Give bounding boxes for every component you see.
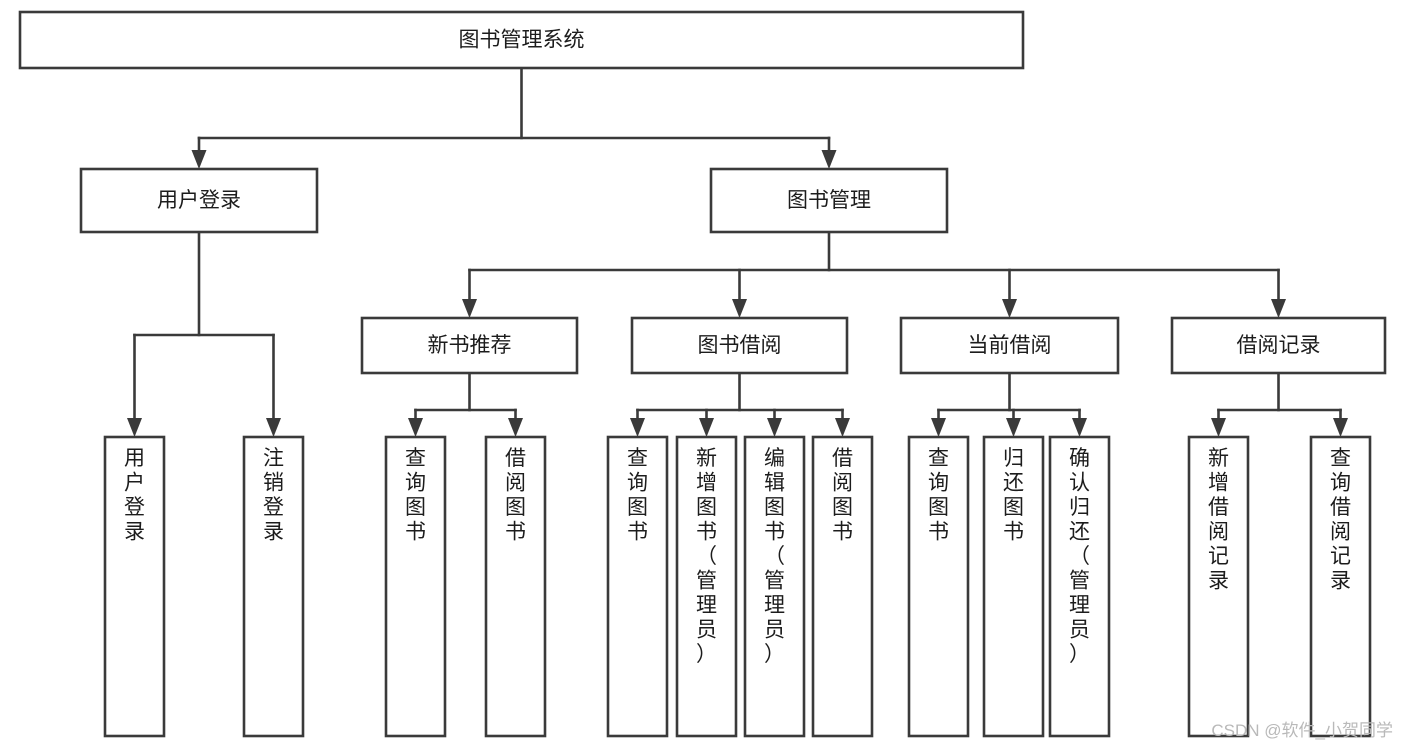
arrow-down-icon [1002,299,1017,318]
node-level2-1[interactable]: 图书管理 [709,167,949,234]
csdn-watermark: CSDN @软件_小贺同学 [1211,721,1393,740]
node-leaf-8[interactable]: 查询图书 [907,435,970,738]
arrow-down-icon [699,418,714,437]
node-box[interactable] [79,167,319,234]
node-box[interactable] [1187,435,1250,738]
node-label: 借阅图书 [832,447,853,544]
node-box[interactable] [982,435,1045,738]
node-label: 当前借阅 [968,334,1052,357]
node-box[interactable] [1309,435,1372,738]
arrow-down-icon [508,418,523,437]
node-leaf-3[interactable]: 借阅图书 [484,435,547,738]
node-label: 查询图书 [928,447,949,544]
node-box[interactable] [484,435,547,738]
arrow-down-icon [931,418,946,437]
node-label: 编辑图书（管理员） [764,447,785,666]
node-box[interactable] [384,435,447,738]
node-box[interactable] [630,316,849,375]
arrow-down-icon [1333,418,1348,437]
node-label: 用户登录 [124,447,145,544]
node-label: 用户登录 [157,189,241,212]
node-level2-0[interactable]: 用户登录 [79,167,319,234]
arrow-down-icon [835,418,850,437]
arrow-down-icon [1211,418,1226,437]
node-leaf-2[interactable]: 查询图书 [384,435,447,738]
node-label: 查询图书 [627,447,648,544]
connector-layer [127,66,1348,437]
arrow-down-icon [630,418,645,437]
node-level3-1[interactable]: 图书借阅 [630,316,849,375]
arrow-down-icon [732,299,747,318]
arrow-down-icon [408,418,423,437]
node-level3-3[interactable]: 借阅记录 [1170,316,1387,375]
node-leaf-6[interactable]: 编辑图书（管理员） [743,435,806,738]
arrow-down-icon [191,150,207,169]
node-box[interactable] [606,435,669,738]
node-label: 确认归还（管理员） [1069,447,1090,666]
node-label: 借阅图书 [505,447,526,544]
arrow-down-icon [1271,299,1286,318]
node-box[interactable] [1048,435,1111,738]
node-box[interactable] [675,435,738,738]
node-label: 查询借阅记录 [1330,447,1351,593]
node-label: 注销登录 [263,447,284,544]
arrow-down-icon [127,418,142,437]
node-leaf-0[interactable]: 用户登录 [103,435,166,738]
node-leaf-7[interactable]: 借阅图书 [811,435,874,738]
node-layer: 图书管理系统用户登录图书管理新书推荐图书借阅当前借阅借阅记录用户登录注销登录查询… [18,10,1387,738]
node-label: 新增图书（管理员） [696,447,717,666]
node-label: 图书管理 [787,189,871,212]
node-leaf-9[interactable]: 归还图书 [982,435,1045,738]
node-leaf-10[interactable]: 确认归还（管理员） [1048,435,1111,738]
arrow-down-icon [1006,418,1021,437]
node-label: 借阅记录 [1237,334,1321,357]
node-label: 新书推荐 [428,334,512,357]
node-leaf-12[interactable]: 查询借阅记录 [1309,435,1372,738]
node-box[interactable] [103,435,166,738]
node-label: 查询图书 [405,447,426,544]
node-level3-2[interactable]: 当前借阅 [899,316,1120,375]
arrow-down-icon [821,150,837,169]
node-label: 图书借阅 [698,334,782,357]
node-root-0[interactable]: 图书管理系统 [18,10,1025,70]
node-leaf-11[interactable]: 新增借阅记录 [1187,435,1250,738]
node-box[interactable] [242,435,305,738]
node-leaf-5[interactable]: 新增图书（管理员） [675,435,738,738]
node-box[interactable] [709,167,949,234]
node-box[interactable] [743,435,806,738]
node-box[interactable] [907,435,970,738]
node-label: 图书管理系统 [459,29,585,52]
node-box[interactable] [1170,316,1387,375]
arrow-down-icon [767,418,782,437]
arrow-down-icon [1072,418,1087,437]
node-leaf-4[interactable]: 查询图书 [606,435,669,738]
node-box[interactable] [899,316,1120,375]
arrow-down-icon [462,299,477,318]
arrow-down-icon [266,418,281,437]
node-box[interactable] [360,316,579,375]
node-level3-0[interactable]: 新书推荐 [360,316,579,375]
node-label: 新增借阅记录 [1208,447,1229,593]
node-label: 归还图书 [1003,447,1024,544]
node-box[interactable] [18,10,1025,70]
node-leaf-1[interactable]: 注销登录 [242,435,305,738]
node-box[interactable] [811,435,874,738]
